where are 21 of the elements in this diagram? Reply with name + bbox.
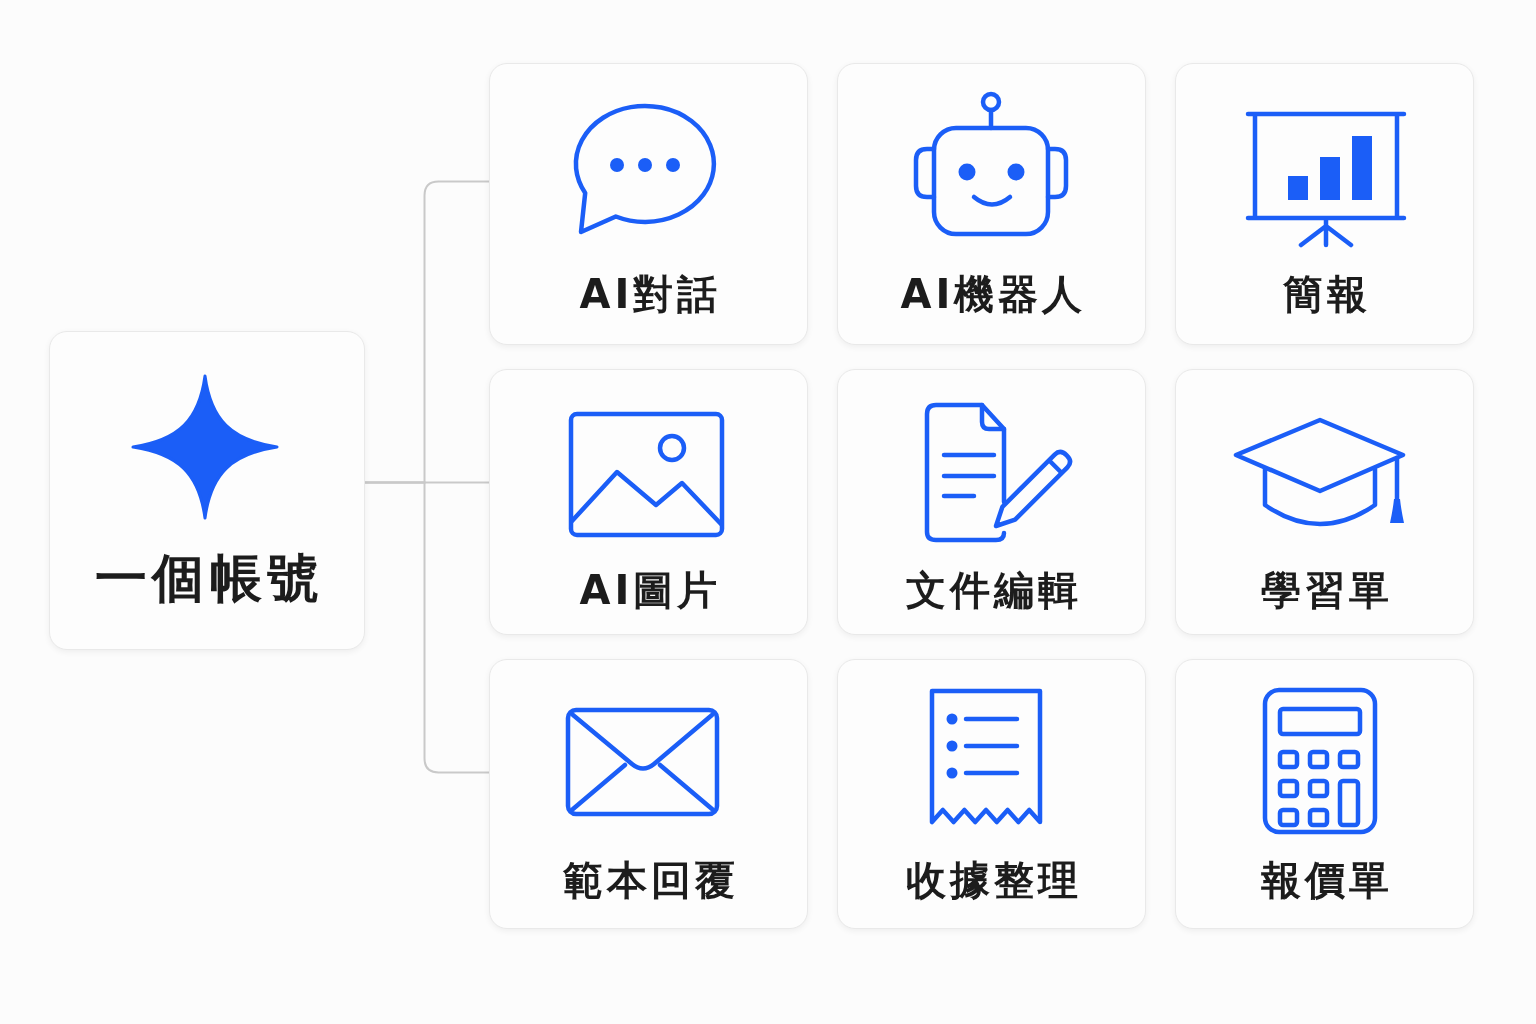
feature-card (1175, 63, 1474, 345)
feature-label: 文件編輯 (904, 566, 1082, 614)
feature-card (837, 63, 1146, 345)
feature-card (489, 659, 808, 929)
feature-label: 收據整理 (904, 856, 1082, 904)
feature-label: AI對話 (578, 270, 722, 318)
feature-label: 學習單 (1259, 566, 1393, 614)
feature-card (837, 369, 1146, 635)
feature-label: 範本回覆 (561, 856, 739, 904)
account-card (49, 331, 365, 650)
feature-card (1175, 659, 1474, 929)
feature-card (489, 369, 808, 635)
feature-label: 報價單 (1259, 856, 1393, 904)
account-label: 一個帳號 (94, 546, 324, 610)
feature-card (1175, 369, 1474, 635)
feature-card (489, 63, 808, 345)
feature-label: AI圖片 (578, 566, 722, 614)
feature-label: AI機器人 (899, 270, 1087, 318)
feature-card (837, 659, 1146, 929)
feature-label: 簡報 (1281, 270, 1371, 318)
connector-line (364, 481, 490, 774)
